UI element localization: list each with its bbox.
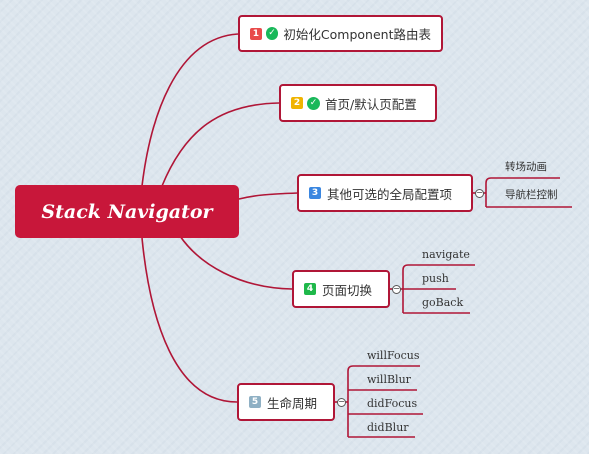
- priority-3-badge: 3: [309, 187, 321, 199]
- priority-4-badge: 4: [304, 283, 316, 295]
- topic-label: 首页/默认页配置: [325, 96, 417, 112]
- subtopic-willfocus[interactable]: willFocus: [367, 349, 420, 362]
- collapse-toggle[interactable]: −: [392, 284, 401, 294]
- subtopic-push[interactable]: push: [422, 272, 449, 285]
- priority-1-badge: 1: [250, 27, 262, 40]
- topic-home-page[interactable]: 2 ✓ 首页/默认页配置: [279, 84, 437, 122]
- collapse-toggle[interactable]: −: [475, 188, 484, 198]
- topic-label: 页面切换: [322, 282, 373, 298]
- subtopic-goback[interactable]: goBack: [422, 296, 464, 309]
- collapse-toggle[interactable]: −: [337, 397, 346, 407]
- subtopic-didblur[interactable]: didBlur: [367, 421, 409, 434]
- subtopic-navigate[interactable]: navigate: [422, 248, 470, 261]
- subtopic-navbar[interactable]: 导航栏控制: [505, 189, 558, 201]
- checkmark-icon: ✓: [307, 96, 320, 110]
- topic-label: 初始化Component路由表: [283, 27, 431, 42]
- root-title: Stack Navigator: [41, 200, 213, 223]
- topic-page-switch[interactable]: 4 页面切换: [292, 270, 390, 308]
- topic-global-config[interactable]: 3 其他可选的全局配置项: [297, 174, 473, 212]
- subtopic-transition[interactable]: 转场动画: [505, 161, 547, 173]
- subtopic-willblur[interactable]: willBlur: [367, 373, 411, 386]
- subtopic-didfocus[interactable]: didFocus: [367, 397, 418, 410]
- root-topic[interactable]: Stack Navigator: [15, 185, 239, 238]
- checkmark-icon: ✓: [265, 27, 279, 40]
- priority-5-badge: 5: [249, 396, 261, 408]
- topic-init-routes[interactable]: 1 ✓ 初始化Component路由表: [238, 15, 443, 52]
- topic-label: 生命周期: [267, 395, 318, 411]
- priority-2-badge: 2: [291, 97, 303, 109]
- topic-lifecycle[interactable]: 5 生命周期: [237, 383, 335, 421]
- topic-label: 其他可选的全局配置项: [327, 186, 453, 202]
